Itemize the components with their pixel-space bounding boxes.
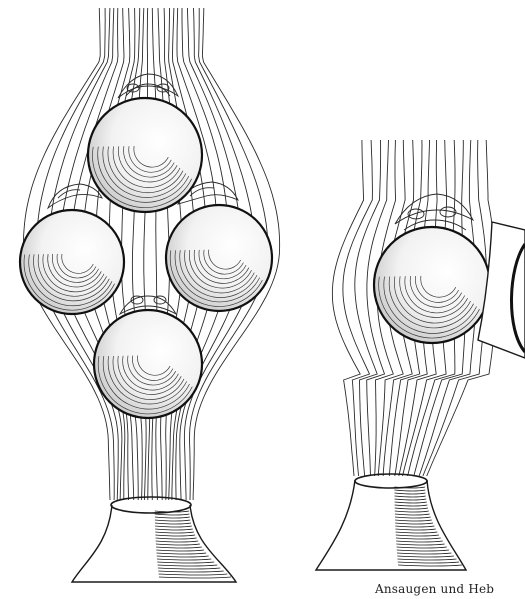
funnel-hatch-line xyxy=(395,514,430,515)
funnel-hatch-line xyxy=(396,529,436,530)
funnel-hatch-line xyxy=(396,544,444,545)
funnel-hatch-line xyxy=(156,550,204,551)
funnel-hatch-line xyxy=(394,490,425,491)
funnel-hatch-line xyxy=(157,562,214,563)
funnel-hatch-line xyxy=(155,535,195,536)
funnel-hatch-line xyxy=(398,565,462,566)
funnel-hatch-line xyxy=(396,541,443,542)
funnel-hatch-line xyxy=(159,574,228,575)
stream-line xyxy=(144,8,150,500)
funnel-hatch-line xyxy=(395,517,431,518)
funnel-hatch-line xyxy=(156,538,197,539)
funnel-hatch-line xyxy=(158,565,218,566)
funnel-hatch-line xyxy=(395,505,428,506)
funnel-hatch-line xyxy=(396,538,441,539)
stream-line xyxy=(332,140,363,476)
funnel-hatch-line xyxy=(397,556,454,557)
funnel-outline xyxy=(72,505,236,582)
funnel-hatch-line xyxy=(395,502,427,503)
funnel-hatch-line xyxy=(155,529,193,530)
funnel-hatch-line xyxy=(396,532,438,533)
funnel-hatch-line xyxy=(396,535,439,536)
swirl xyxy=(154,296,166,304)
funnel-hatch-line xyxy=(155,517,190,518)
left-funnel-nozzle xyxy=(72,497,236,582)
funnel-hatch-line xyxy=(395,523,433,524)
sphere-top xyxy=(88,98,202,212)
funnel-hatch-line xyxy=(155,520,190,521)
left-stream-illustration xyxy=(20,8,280,582)
swirl xyxy=(408,209,424,219)
right-stream-illustration xyxy=(316,140,525,570)
funnel-hatch-line xyxy=(397,553,451,554)
funnel-hatch-line xyxy=(397,550,449,551)
funnel-hatch-line xyxy=(156,547,202,548)
right-sphere xyxy=(374,227,490,343)
sphere-bottom xyxy=(94,310,202,418)
funnel-hatch-line xyxy=(155,526,192,527)
funnel-hatch-line xyxy=(156,544,200,545)
funnel-hatch-line xyxy=(157,553,207,554)
funnel-hatch-line xyxy=(155,523,191,524)
funnel-hatch-line xyxy=(397,547,447,548)
funnel-hatch-line xyxy=(155,532,194,533)
funnel-hatch-line xyxy=(157,556,209,557)
funnel-shading xyxy=(394,487,462,566)
funnel-hatch-line xyxy=(395,496,426,497)
funnel-hatch-line xyxy=(395,520,432,521)
funnel-hatch-line xyxy=(395,493,426,494)
funnel-hatch-line xyxy=(158,571,223,572)
funnel-hatch-line xyxy=(398,562,459,563)
right-funnel-nozzle xyxy=(316,474,466,570)
funnel-hatch-line xyxy=(155,514,190,515)
figure-caption: Ansaugen und Heb xyxy=(375,582,494,596)
funnel-hatch-line xyxy=(395,526,434,527)
funnel-hatch-line xyxy=(395,511,429,512)
funnel-hatch-line xyxy=(395,508,428,509)
sphere-left xyxy=(20,210,124,314)
funnel-hatch-line xyxy=(159,577,231,578)
funnel-hatch-line xyxy=(395,499,427,500)
funnel-hatch-line xyxy=(157,559,211,560)
funnel-hatch-line xyxy=(156,541,199,542)
sphere-right xyxy=(166,205,272,311)
funnel-hatch-line xyxy=(158,568,220,569)
funnel-mouth xyxy=(111,497,191,513)
funnel-hatch-line xyxy=(398,559,457,560)
funnel-mouth xyxy=(355,474,427,488)
